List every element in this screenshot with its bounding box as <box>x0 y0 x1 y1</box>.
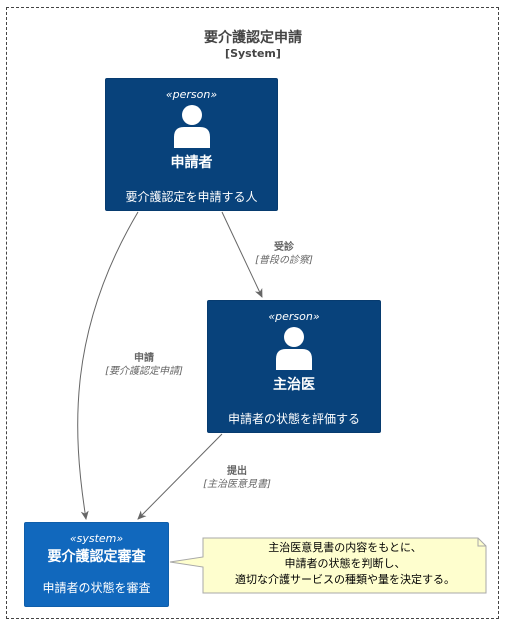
boundary-title: 要介護認定申請 <box>204 30 302 46</box>
doctor-name: 主治医 <box>273 377 315 393</box>
edge-apply-line <box>77 211 139 520</box>
boundary-type: [System] <box>225 47 281 60</box>
person-icon <box>173 105 210 148</box>
applicant-stereotype: «person» <box>165 88 218 101</box>
edge-submit-label: 提出 [主治医意見書] <box>187 465 287 491</box>
review-stereotype: «system» <box>69 532 124 545</box>
note-shape <box>169 537 487 594</box>
edge-submit-technology: [主治医意見書] <box>203 479 271 490</box>
edge-consult-label: 受診 [普段の診察] <box>234 241 334 267</box>
edge-consult-technology: [普段の診察] <box>255 255 313 266</box>
system-boundary <box>6 7 499 619</box>
note-line: 適切な介護サービスの種類や量を決定する。 <box>235 573 455 586</box>
person-applicant[interactable]: «person» 申請者 要介護認定を申請する人 <box>105 78 278 211</box>
edge-submit-line <box>137 433 223 520</box>
doctor-stereotype: «person» <box>268 310 320 323</box>
applicant-name: 申請者 <box>170 155 213 171</box>
edge-apply-label: 申請 [要介護認定申請] <box>84 352 204 378</box>
applicant-description: 要介護認定を申請する人 <box>125 190 258 204</box>
note-line: 主治医意見書の内容をもとに、 <box>268 541 422 554</box>
edge-apply-technology: [要介護認定申請] <box>105 366 183 377</box>
review-description: 申請者の状態を審査 <box>42 581 151 595</box>
person-icon <box>276 327 312 370</box>
review-name: 要介護認定審査 <box>47 549 146 565</box>
edge-submit-name: 提出 <box>227 466 247 477</box>
system-review[interactable]: «system» 要介護認定審査 申請者の状態を審査 <box>24 522 169 607</box>
edge-apply-name: 申請 <box>134 353 154 364</box>
note: 主治医意見書の内容をもとに、 申請者の状態を判断し、 適切な介護サービスの種類や… <box>206 540 484 588</box>
doctor-description: 申請者の状態を評価する <box>227 412 360 426</box>
edge-consult-name: 受診 <box>274 242 294 253</box>
edge-consult-line <box>221 211 263 298</box>
note-line: 申請者の状態を判断し、 <box>284 557 406 570</box>
person-doctor[interactable]: «person» 主治医 申請者の状態を評価する <box>207 300 381 433</box>
